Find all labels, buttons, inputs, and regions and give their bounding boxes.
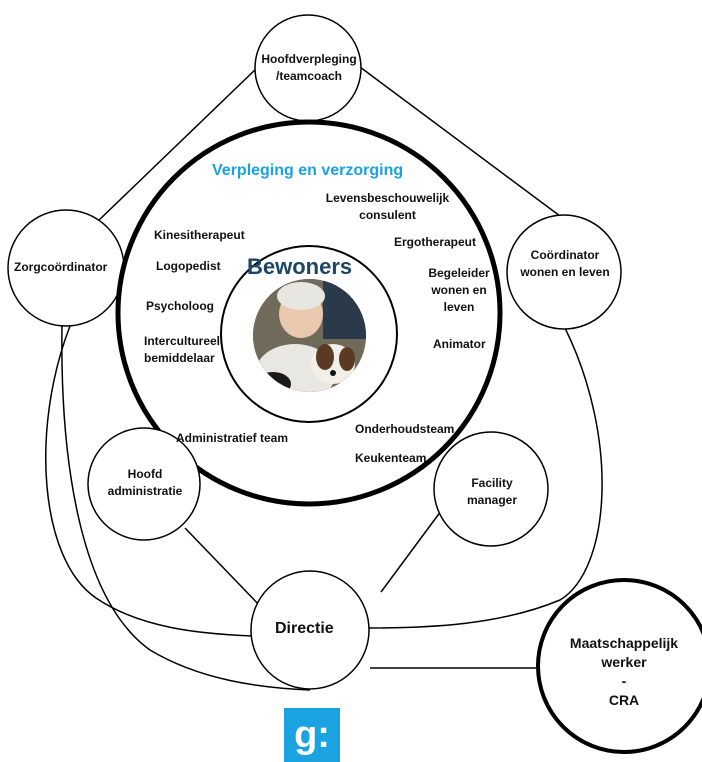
connector-zorg-hoofdverpleging	[96, 66, 259, 223]
label-zorgcoordinator: Zorgcoördinator	[14, 260, 108, 274]
node-maatschappelijk-werker	[536, 578, 702, 754]
connectors	[45, 66, 603, 691]
inner-ring-heading: Verpleging en verzorging	[212, 162, 404, 179]
node-coordinator-wonen	[506, 214, 622, 330]
connector-facility-directie	[380, 510, 442, 593]
center-title: Bewoners	[247, 254, 353, 279]
connector-zorg-directie-1	[45, 325, 254, 637]
logo-text: g:	[294, 713, 330, 756]
resident-photo	[253, 279, 366, 392]
role-keukenteam: Keukenteam	[355, 451, 427, 465]
connector-coordinator-directie	[367, 327, 603, 629]
role-kinesitherapeut: Kinesitherapeut	[154, 228, 245, 242]
node-directie	[250, 570, 370, 690]
role-logopedist: Logopedist	[156, 259, 221, 273]
label-directie: Directie	[275, 620, 334, 637]
resident-photo-illustration	[253, 279, 366, 392]
g-colon-logo-icon: g:	[284, 708, 340, 762]
node-facility-manager	[433, 431, 549, 547]
connector-hoofdverpleging-coordinator	[359, 66, 561, 217]
node-hoofd-administratie	[87, 427, 201, 541]
center-circle-border	[220, 245, 398, 423]
connector-zorg-directie-2	[61, 325, 311, 691]
connector-hoofdadmin-directie	[184, 527, 263, 609]
role-psycholoog: Psycholoog	[146, 299, 215, 313]
role-ergotherapeut: Ergotherapeut	[394, 235, 477, 249]
role-administratief-team: Administratief team	[176, 431, 289, 445]
label-hoofdverpleging: Hoofdverpleging/teamcoach	[261, 52, 357, 83]
role-animator: Animator	[433, 337, 486, 351]
role-onderhoudsteam: Onderhoudsteam	[355, 422, 455, 436]
